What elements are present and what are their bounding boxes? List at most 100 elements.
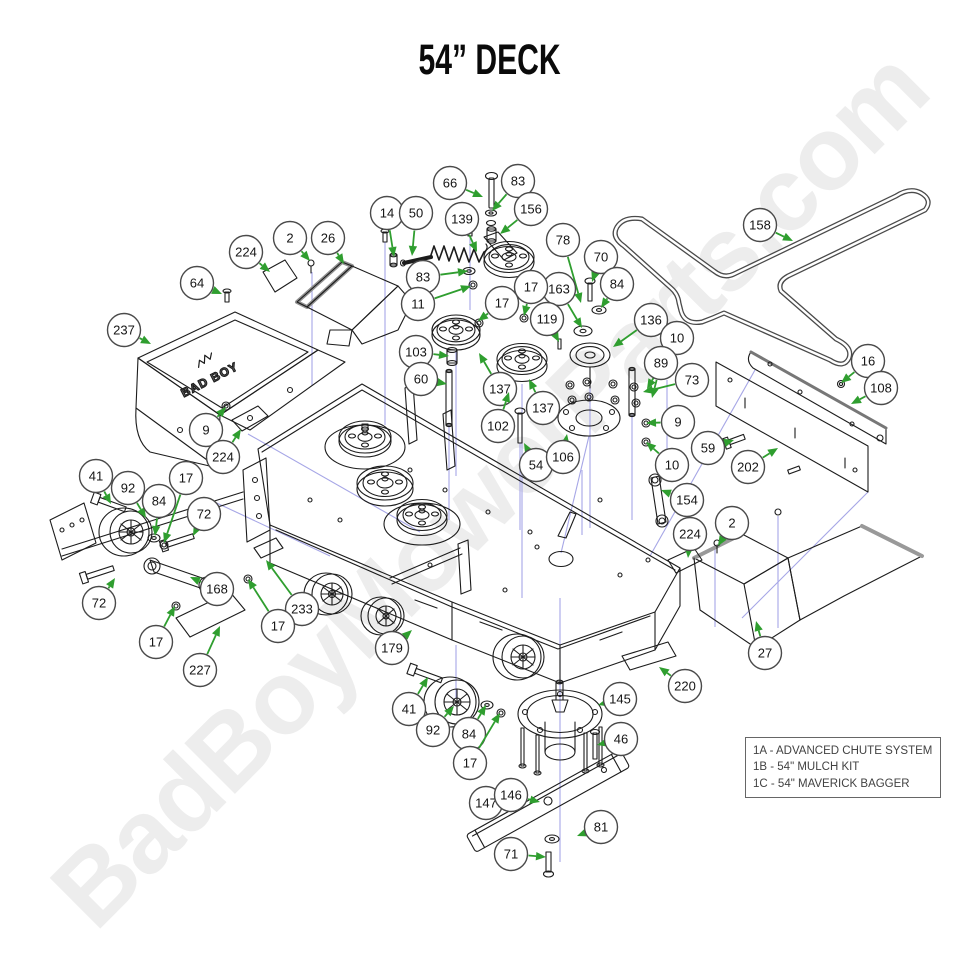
bad-boy-logo: BAD BOY: [179, 359, 241, 400]
callout-balloon-10: 10: [646, 442, 690, 483]
callout-arrow-head: [140, 335, 151, 344]
callout-number: 179: [381, 641, 403, 656]
callout-number: 41: [402, 702, 416, 717]
callout-balloon-168: 168: [190, 571, 235, 607]
callout-number: 137: [489, 382, 511, 397]
callout-circle: [660, 404, 696, 440]
spindle-assembly: [517, 679, 605, 776]
callout-number: 26: [321, 231, 335, 246]
callout-arrow-line: [485, 312, 489, 316]
callout-arrow-line: [525, 303, 528, 307]
callout-circle: [493, 777, 529, 813]
callout-number: 2: [728, 516, 735, 531]
callout-circle: [500, 163, 536, 199]
callout-balloon-17: 17: [163, 460, 204, 543]
callout-arrow-head: [492, 200, 502, 211]
callout-number: 136: [640, 313, 662, 328]
callout-circle: [205, 439, 241, 475]
callout-balloon-17: 17: [478, 285, 520, 321]
callout-balloon-163: 163: [541, 271, 582, 328]
callout-balloon-237: 237: [106, 312, 151, 348]
callout-balloon-26: 26: [310, 220, 346, 264]
callout-arrow-line: [567, 303, 578, 320]
callout-arrow-head: [591, 271, 600, 282]
callout-number: 54: [529, 458, 543, 473]
callout-arrow-line: [653, 379, 658, 389]
callout-arrow-head: [718, 535, 727, 546]
callout-balloon-156: 156: [500, 191, 549, 234]
callout-arrow-head: [601, 297, 611, 308]
legend-box: 1A - ADVANCED CHUTE SYSTEM 1B - 54" MULC…: [745, 737, 941, 798]
callout-number: 78: [556, 233, 570, 248]
callout-balloon-17: 17: [138, 606, 175, 660]
callout-arrow-line: [434, 288, 462, 300]
callout-balloon-224: 224: [672, 516, 708, 558]
callout-number: 46: [614, 732, 628, 747]
callout-balloon-2: 2: [272, 220, 310, 261]
callout-arrow-line: [566, 256, 580, 294]
callout-arrow-head: [550, 331, 559, 342]
callout-circle: [400, 286, 436, 322]
callout-circle: [110, 470, 146, 506]
callout-balloon-10: 10: [647, 320, 695, 389]
callout-balloon-41: 41: [78, 458, 114, 504]
callout-circle: [81, 585, 117, 621]
callout-number: 237: [113, 323, 135, 338]
callout-circle: [545, 439, 581, 475]
callout-number: 83: [416, 270, 430, 285]
callout-arrow-line: [775, 231, 785, 238]
callout-balloon-72: 72: [81, 578, 117, 621]
callout-circle: [659, 320, 695, 356]
callout-arrow-line: [762, 452, 771, 459]
callout-balloon-139: 139: [444, 201, 480, 252]
callout-number: 50: [409, 206, 423, 221]
callout-number: 72: [197, 507, 211, 522]
callout-circle: [863, 370, 899, 406]
callout-circle: [742, 207, 778, 243]
callout-number: 17: [524, 280, 538, 295]
callout-circle: [179, 265, 215, 301]
callout-arrow-head: [248, 579, 257, 590]
callout-arrow-head: [163, 532, 172, 543]
callout-arrow-line: [848, 371, 856, 378]
callout-number: 11: [411, 297, 425, 312]
callout-arrow-head: [137, 507, 146, 518]
callout-balloon-106: 106: [545, 434, 581, 475]
page-title-text: 54” DECK: [418, 36, 562, 84]
callout-arrow-head: [782, 232, 793, 241]
callout-arrow-line: [388, 230, 394, 248]
callout-arrow-head: [646, 418, 657, 427]
callout-circle: [168, 460, 204, 496]
callout-number: 66: [443, 176, 457, 191]
callout-circle: [603, 721, 639, 757]
callout-number: 84: [610, 277, 624, 292]
callout-circle: [182, 652, 218, 688]
callout-arrow-head: [646, 442, 657, 452]
callout-balloon-84: 84: [141, 483, 177, 536]
callout-arrow-line: [620, 329, 638, 342]
callout-number: 154: [676, 493, 698, 508]
callout-circle: [672, 516, 708, 552]
callout-arrow-head: [190, 577, 201, 585]
callout-circle: [186, 496, 222, 532]
nut-cluster: [565, 377, 641, 408]
callout-balloon-83: 83: [405, 259, 468, 295]
callout-arrow-line: [465, 189, 475, 194]
legend-item-1c: 1C - 54" MAVERICK BAGGER: [753, 777, 910, 790]
callout-arrow-line: [231, 436, 237, 443]
callout-balloon-84: 84: [451, 705, 487, 752]
callout-balloon-60: 60: [403, 361, 447, 397]
callout-arrow-head: [573, 317, 582, 328]
callout-number: 16: [861, 354, 875, 369]
callout-circle: [643, 345, 679, 381]
callout-circle: [141, 483, 177, 519]
callout-balloon-146: 146: [493, 777, 540, 813]
callout-circle: [284, 591, 320, 627]
callout-number: 81: [594, 820, 608, 835]
callout-arrow-head: [300, 250, 310, 261]
callout-number: 108: [870, 381, 892, 396]
callout-arrow-head: [469, 241, 477, 252]
callout-balloon-66: 66: [432, 165, 483, 201]
callout-balloon-9: 9: [188, 407, 226, 448]
callout-number: 9: [202, 423, 209, 438]
